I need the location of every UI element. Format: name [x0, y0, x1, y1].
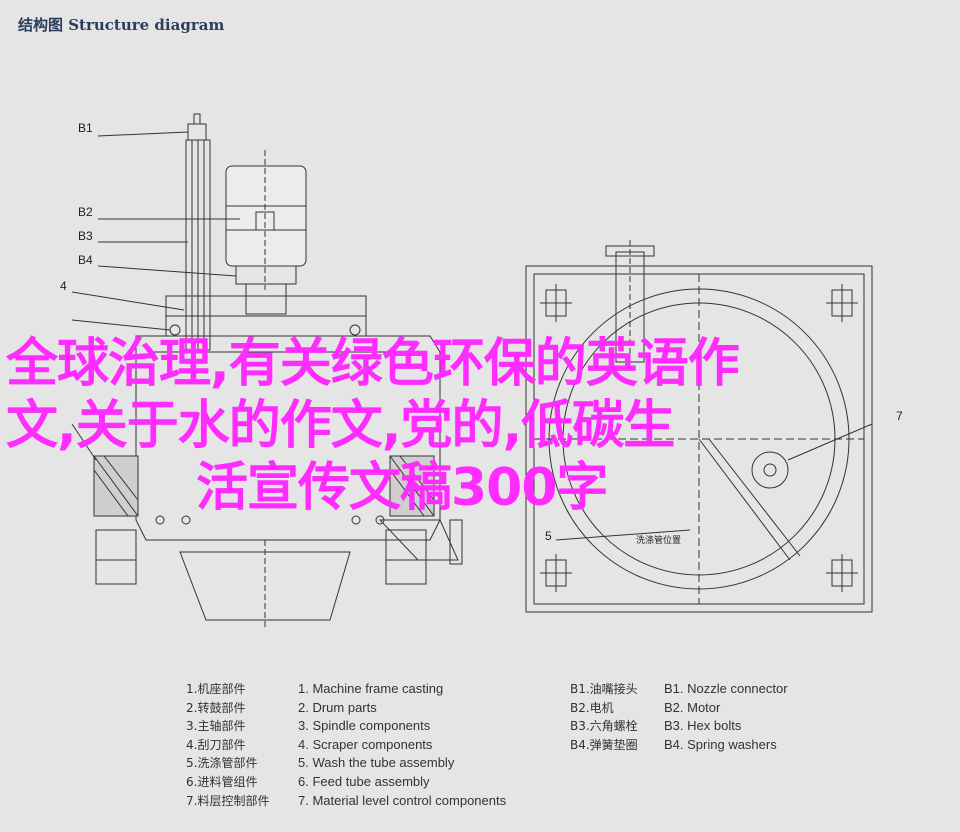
callout-b2: B2	[78, 205, 93, 219]
legend-item: B2.电机	[570, 700, 614, 715]
legend-item: B1.油嘴接头	[570, 682, 638, 696]
overlay-line-3: 活宣传文稿300字	[196, 458, 609, 518]
callout-b4: B4	[78, 253, 93, 267]
legend-item: 7.料层控制部件	[186, 793, 270, 808]
overlay-line-2: 文,关于水的作文,党的,低碳生	[6, 396, 675, 456]
legend-item: 2.转鼓部件	[186, 700, 246, 715]
overlay-line-1: 全球治理,有关绿色环保的英语作	[6, 334, 740, 394]
callout-b1: B1	[78, 121, 93, 135]
machine-frame	[135, 335, 441, 541]
legend-item: B3.六角螺栓	[570, 719, 638, 734]
callout-5: 5	[545, 529, 552, 543]
legend-item: 5.洗涤管部件	[186, 756, 258, 771]
legend-item: 5. Wash the tube assembly	[298, 755, 455, 771]
legend-item: B2. Motor	[664, 699, 721, 715]
legend-item: 4. Scraper components	[298, 736, 433, 752]
legend-item: 1.机座部件	[186, 682, 246, 696]
legend-item: 7. Material level control components	[298, 792, 507, 808]
legend-item: 4.刮刀部件	[186, 737, 246, 752]
legend-fittings-zh: B1.油嘴接头 B2.电机 B3.六角螺栓 B4.弹簧垫圈	[570, 680, 638, 754]
callout-7: 7	[896, 409, 903, 423]
legend-item: B4.弹簧垫圈	[570, 737, 638, 752]
legend-item: 2. Drum parts	[298, 699, 377, 715]
callout-b3: B3	[78, 229, 93, 243]
legend-parts-en: 1. Machine frame casting 2. Drum parts 3…	[298, 680, 506, 810]
legend-item: 3.主轴部件	[186, 719, 246, 734]
legend-item: B3. Hex bolts	[664, 718, 742, 734]
callout-5-label: 洗涤管位置	[636, 534, 681, 546]
callout-4: 4	[60, 279, 67, 293]
legend-item: B1. Nozzle connector	[664, 681, 788, 696]
legend-item: B4. Spring washers	[664, 736, 777, 752]
legend-item: 6.进料管组件	[186, 774, 258, 789]
legend-item: 1. Machine frame casting	[298, 681, 444, 696]
legend-item: 6. Feed tube assembly	[298, 773, 430, 789]
motor	[225, 165, 307, 267]
legend-fittings-en: B1. Nozzle connector B2. Motor B3. Hex b…	[664, 680, 788, 754]
top-view-frame	[525, 265, 873, 613]
legend-item: 3. Spindle components	[298, 718, 431, 734]
structure-drawing: B1 B2 B3 B4 4 7 5 洗涤管位置	[60, 113, 903, 630]
page-title: 结构图 Structure diagram	[18, 16, 225, 34]
legend-parts-zh: 1.机座部件 2.转鼓部件 3.主轴部件 4.刮刀部件 5.洗涤管部件 6.进料…	[186, 680, 269, 810]
